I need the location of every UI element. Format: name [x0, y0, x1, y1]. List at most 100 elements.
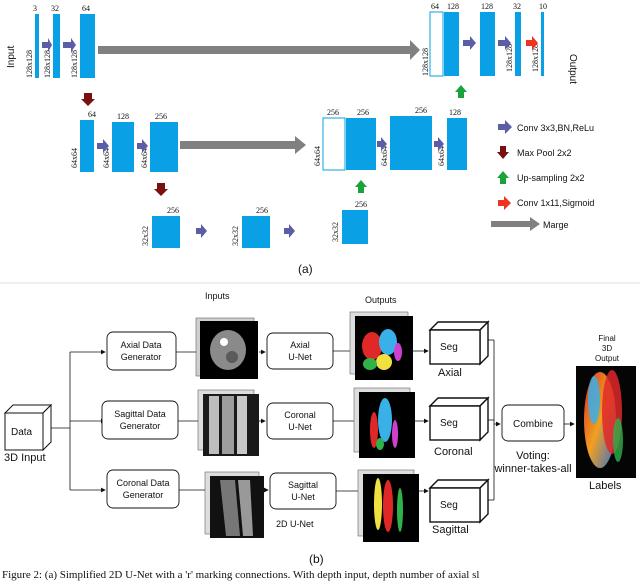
enc2-ch-2: 128: [117, 112, 129, 121]
dec1-size-3: 128x128: [531, 44, 540, 72]
maxpool-arrow-icon: [81, 93, 95, 106]
pipeline-diagram: Inputs Outputs Data 3D Input Axial Data …: [3, 291, 636, 566]
dec1-block-4: [541, 12, 544, 76]
unet-group-label: 2D U-Net: [276, 519, 314, 529]
sagittal-seg-cube: Seg: [428, 478, 490, 524]
upsampling-arrow-icon: [355, 180, 367, 193]
dec1-ch-2: 128: [447, 2, 459, 11]
bottom-size-1: 32x32: [141, 226, 150, 246]
conv-arrow-icon: [498, 120, 512, 134]
view-label-sagittal: Sagittal: [432, 524, 469, 536]
bottom-size-3: 32x32: [331, 222, 340, 242]
bottom-block-up: [342, 210, 368, 244]
sagittal-generator-line2: Generator: [120, 421, 161, 431]
input-label: Input: [6, 46, 17, 68]
legend: Conv 3x3,BN,ReLu Max Pool 2x2 Up-samplin…: [491, 120, 594, 231]
inputs-label: Inputs: [205, 291, 230, 301]
enc1-ch-3: 64: [82, 4, 90, 13]
final-output-line2: 3D: [602, 344, 612, 353]
dec1-block-2: [480, 12, 495, 76]
combine-label: Combine: [513, 419, 553, 430]
sigmoid-arrow-icon: [526, 36, 538, 50]
input-3d-label: 3D Input: [4, 452, 46, 464]
voting-label-line1: Voting:: [516, 450, 550, 462]
coronal-seg-cube: Seg: [428, 396, 490, 442]
sagittal-unet-line1: Sagittal: [288, 480, 318, 490]
coronal-generator-box: [106, 469, 180, 509]
coronal-generator-line1: Coronal Data: [116, 478, 169, 488]
seg-label: Seg: [440, 500, 458, 511]
dec1-ch-3: 128: [481, 2, 493, 11]
enc1-block-2: [53, 14, 60, 78]
dec2-size-1: 64x64: [313, 146, 322, 166]
combine-box: [501, 404, 565, 442]
bottom-ch-up: 256: [355, 200, 367, 209]
enc2-size-1: 64x64: [70, 148, 79, 168]
dec1-ch-4: 32: [513, 2, 521, 11]
dec1-block-1: [444, 12, 459, 76]
merge-arrow-icon: [180, 136, 306, 154]
bottom-ch-2: 256: [256, 206, 268, 215]
coronal-generator-line2: Generator: [123, 490, 164, 500]
seg-label: Seg: [440, 418, 458, 429]
labels-label: Labels: [589, 480, 622, 492]
axial-generator-box: [106, 331, 177, 371]
sub-label-b: (b): [309, 552, 324, 566]
view-label-axial: Axial: [438, 367, 462, 379]
sagittal-generator-line1: Sagittal Data: [114, 409, 166, 419]
dec1-size-2: 128x128: [505, 44, 514, 72]
dec2-block-upsampled: [322, 117, 346, 171]
axial-seg-cube: Seg: [428, 320, 490, 366]
conv-arrow-icon: [42, 38, 52, 52]
dec2-size-3: 64x64: [437, 146, 446, 166]
conv-arrow-icon: [137, 139, 148, 153]
sagittal-unet-box: [269, 472, 337, 510]
merge-arrow-icon: [491, 217, 540, 231]
dec2-size-2: 64x64: [380, 146, 389, 166]
sagittal-output-slice: [357, 469, 419, 542]
enc1-size-3: 128x128: [70, 50, 79, 78]
coronal-unet-box: [266, 402, 334, 440]
enc2-size-2: 64x64: [102, 148, 111, 168]
seg-label: Seg: [440, 342, 458, 353]
enc2-ch-3: 256: [155, 112, 167, 121]
coronal-unet-line2: U-Net: [288, 422, 312, 432]
dec2-ch-2: 256: [357, 108, 369, 117]
conv-arrow-icon: [377, 137, 387, 151]
data-label: Data: [11, 427, 33, 438]
legend-label-conv: Conv 3x3,BN,ReLu: [517, 123, 594, 133]
enc2-size-3: 64x64: [140, 148, 149, 168]
axial-unet-line2: U-Net: [288, 352, 312, 362]
enc1-ch-1: 3: [33, 4, 37, 13]
coronal-input-slice: [204, 471, 264, 538]
sagittal-input-slice: [197, 389, 259, 456]
dec2-ch-4: 128: [449, 108, 461, 117]
enc1-block-1: [35, 14, 39, 78]
legend-label-merge: Marge: [543, 220, 569, 230]
legend-label-sigmoid: Conv 1x11,Sigmoid: [517, 198, 594, 208]
axial-unet-box: [266, 332, 334, 370]
sigmoid-arrow-icon: [498, 196, 511, 210]
enc1-block-3: [80, 14, 95, 78]
dec2-block-3: [447, 118, 467, 170]
sagittal-unet-line2: U-Net: [291, 492, 315, 502]
axial-generator-line1: Axial Data: [120, 340, 161, 350]
dec2-ch-1: 256: [327, 108, 339, 117]
enc2-ch-1: 64: [88, 110, 96, 119]
conv-arrow-icon: [97, 139, 109, 153]
output-label: Output: [567, 54, 578, 84]
conv-arrow-icon: [463, 36, 476, 50]
unet-diagram: Input Output 3 32 64 128x128 128x128 128…: [6, 2, 594, 276]
maxpool-arrow-icon: [497, 146, 509, 159]
legend-label-upsampling: Up-sampling 2x2: [517, 173, 585, 183]
enc2-block-1: [80, 120, 94, 172]
data-cube: Data: [3, 403, 53, 452]
outputs-label: Outputs: [365, 295, 397, 305]
maxpool-arrow-icon: [154, 183, 168, 196]
axial-generator-line2: Generator: [121, 352, 162, 362]
voting-label-line2: winner-takes-all: [493, 463, 571, 475]
dec2-block-2: [390, 116, 432, 170]
dec1-block-upsampled: [429, 11, 444, 77]
coronal-unet-line1: Coronal: [284, 410, 316, 420]
enc1-ch-2: 32: [51, 4, 59, 13]
